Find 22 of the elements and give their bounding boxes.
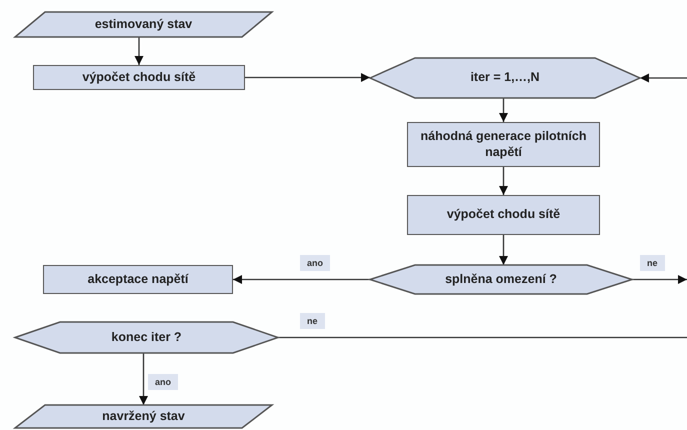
edge-label: ne: [640, 255, 665, 271]
edge-label: ano: [148, 374, 178, 390]
arrow: [233, 275, 370, 284]
io-parallelogram: estimovaný stav: [15, 12, 272, 37]
arrow: [499, 98, 508, 122]
process-box: výpočet chodu sítě: [33, 65, 245, 90]
arrow: [499, 235, 508, 265]
arrow: [640, 74, 687, 82]
loop-hexagon: iter = 1,…,N: [370, 58, 640, 98]
process-box: výpočet chodu sítě: [407, 195, 600, 235]
process-box: náhodná generace pilotních napětí: [407, 122, 600, 167]
io-parallelogram: navržený stav: [15, 405, 272, 428]
loop-hexagon: splněna omezení ?: [370, 265, 632, 294]
edge-label: ano: [300, 255, 330, 271]
process-box: akceptace napětí: [43, 265, 233, 294]
arrow: [245, 73, 370, 82]
edge-label: ne: [300, 313, 325, 329]
loop-hexagon: konec iter ?: [15, 322, 278, 353]
arrow: [139, 353, 148, 405]
arrow: [632, 275, 687, 284]
arrow: [499, 167, 508, 195]
arrow: [134, 37, 144, 65]
